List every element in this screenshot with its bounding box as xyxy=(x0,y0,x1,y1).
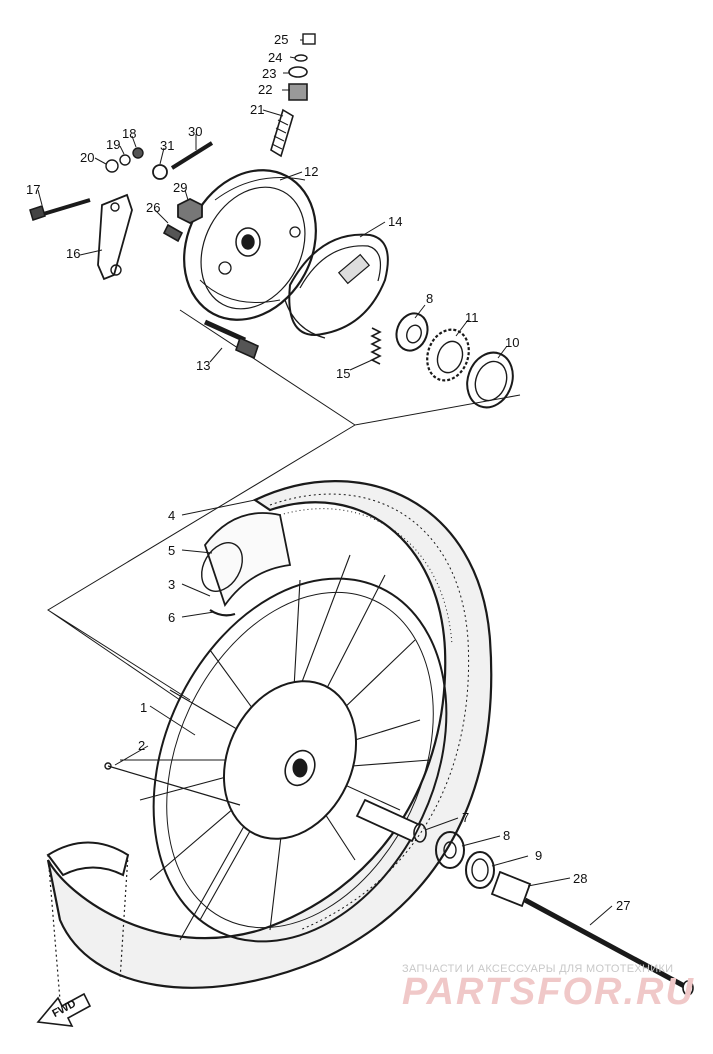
oil-seal xyxy=(466,351,514,409)
callout-5: 5 xyxy=(168,543,175,558)
forward-arrow: FWD xyxy=(36,992,92,1027)
bolt xyxy=(170,141,214,170)
callouts: 1 2 3 4 5 6 7 8 9 28 27 25 24 23 22 21 1… xyxy=(26,32,630,913)
callout-11: 11 xyxy=(465,310,479,325)
watermark-brand: PARTSFOR.RU xyxy=(402,971,695,1013)
brake-spring xyxy=(370,327,382,365)
callout-2: 2 xyxy=(138,738,145,753)
callout-12: 12 xyxy=(304,164,318,179)
speedometer-gear xyxy=(426,328,470,382)
callout-21: 21 xyxy=(250,102,264,117)
callout-26: 26 xyxy=(146,200,160,215)
callout-20: 20 xyxy=(80,150,94,165)
callout-22: 22 xyxy=(258,82,272,97)
callout-24: 24 xyxy=(268,50,282,65)
callout-6: 6 xyxy=(168,610,175,625)
callout-7: 7 xyxy=(462,810,469,825)
callout-28: 28 xyxy=(573,871,587,886)
bearing-top xyxy=(395,312,429,352)
tube-section xyxy=(201,512,292,617)
callout-8-top: 8 xyxy=(426,291,433,306)
callout-23: 23 xyxy=(262,66,276,81)
hex-nut xyxy=(177,197,203,225)
callout-17: 17 xyxy=(26,182,40,197)
callout-16: 16 xyxy=(66,246,80,261)
callout-3: 3 xyxy=(168,577,175,592)
tire-section xyxy=(46,841,130,1001)
loose-spoke xyxy=(107,765,241,806)
callout-19: 19 xyxy=(106,137,120,152)
grease-nipple xyxy=(162,223,184,243)
hub xyxy=(222,680,358,840)
bearing-bottom xyxy=(435,831,465,869)
callout-1: 1 xyxy=(140,700,147,715)
arrow-icon xyxy=(36,992,92,1027)
callout-31: 31 xyxy=(160,138,174,153)
brake-shoes xyxy=(284,233,389,339)
washers xyxy=(105,147,144,173)
brake-cam xyxy=(203,319,259,360)
axle xyxy=(523,897,694,996)
spacer xyxy=(490,870,532,908)
callout-29: 29 xyxy=(173,180,187,195)
wheel-assembly xyxy=(46,479,694,1001)
callout-18: 18 xyxy=(122,126,136,141)
callout-10: 10 xyxy=(505,335,519,350)
brake-arm xyxy=(29,193,133,281)
axle-collar xyxy=(355,798,427,843)
watermark: ЗАПЧАСТИ И АКСЕССУАРЫ ДЛЯ МОТОТЕХНИКИ PA… xyxy=(402,963,695,1013)
callout-15: 15 xyxy=(336,366,350,381)
callout-13: 13 xyxy=(196,358,210,373)
brake-assembly xyxy=(29,33,521,701)
callout-4: 4 xyxy=(168,508,175,523)
leader-lines xyxy=(37,39,613,926)
cable-adjuster xyxy=(270,33,316,158)
callout-30: 30 xyxy=(188,124,202,139)
callout-25: 25 xyxy=(274,32,288,47)
rim xyxy=(152,577,448,943)
callout-14: 14 xyxy=(388,214,402,229)
callout-27: 27 xyxy=(616,898,630,913)
watermark-tagline: ЗАПЧАСТИ И АКСЕССУАРЫ ДЛЯ МОТОТЕХНИКИ xyxy=(402,963,673,975)
callout-8-bottom: 8 xyxy=(503,828,510,843)
callout-9: 9 xyxy=(535,848,542,863)
seal-bottom xyxy=(465,851,495,889)
nut xyxy=(152,164,168,180)
